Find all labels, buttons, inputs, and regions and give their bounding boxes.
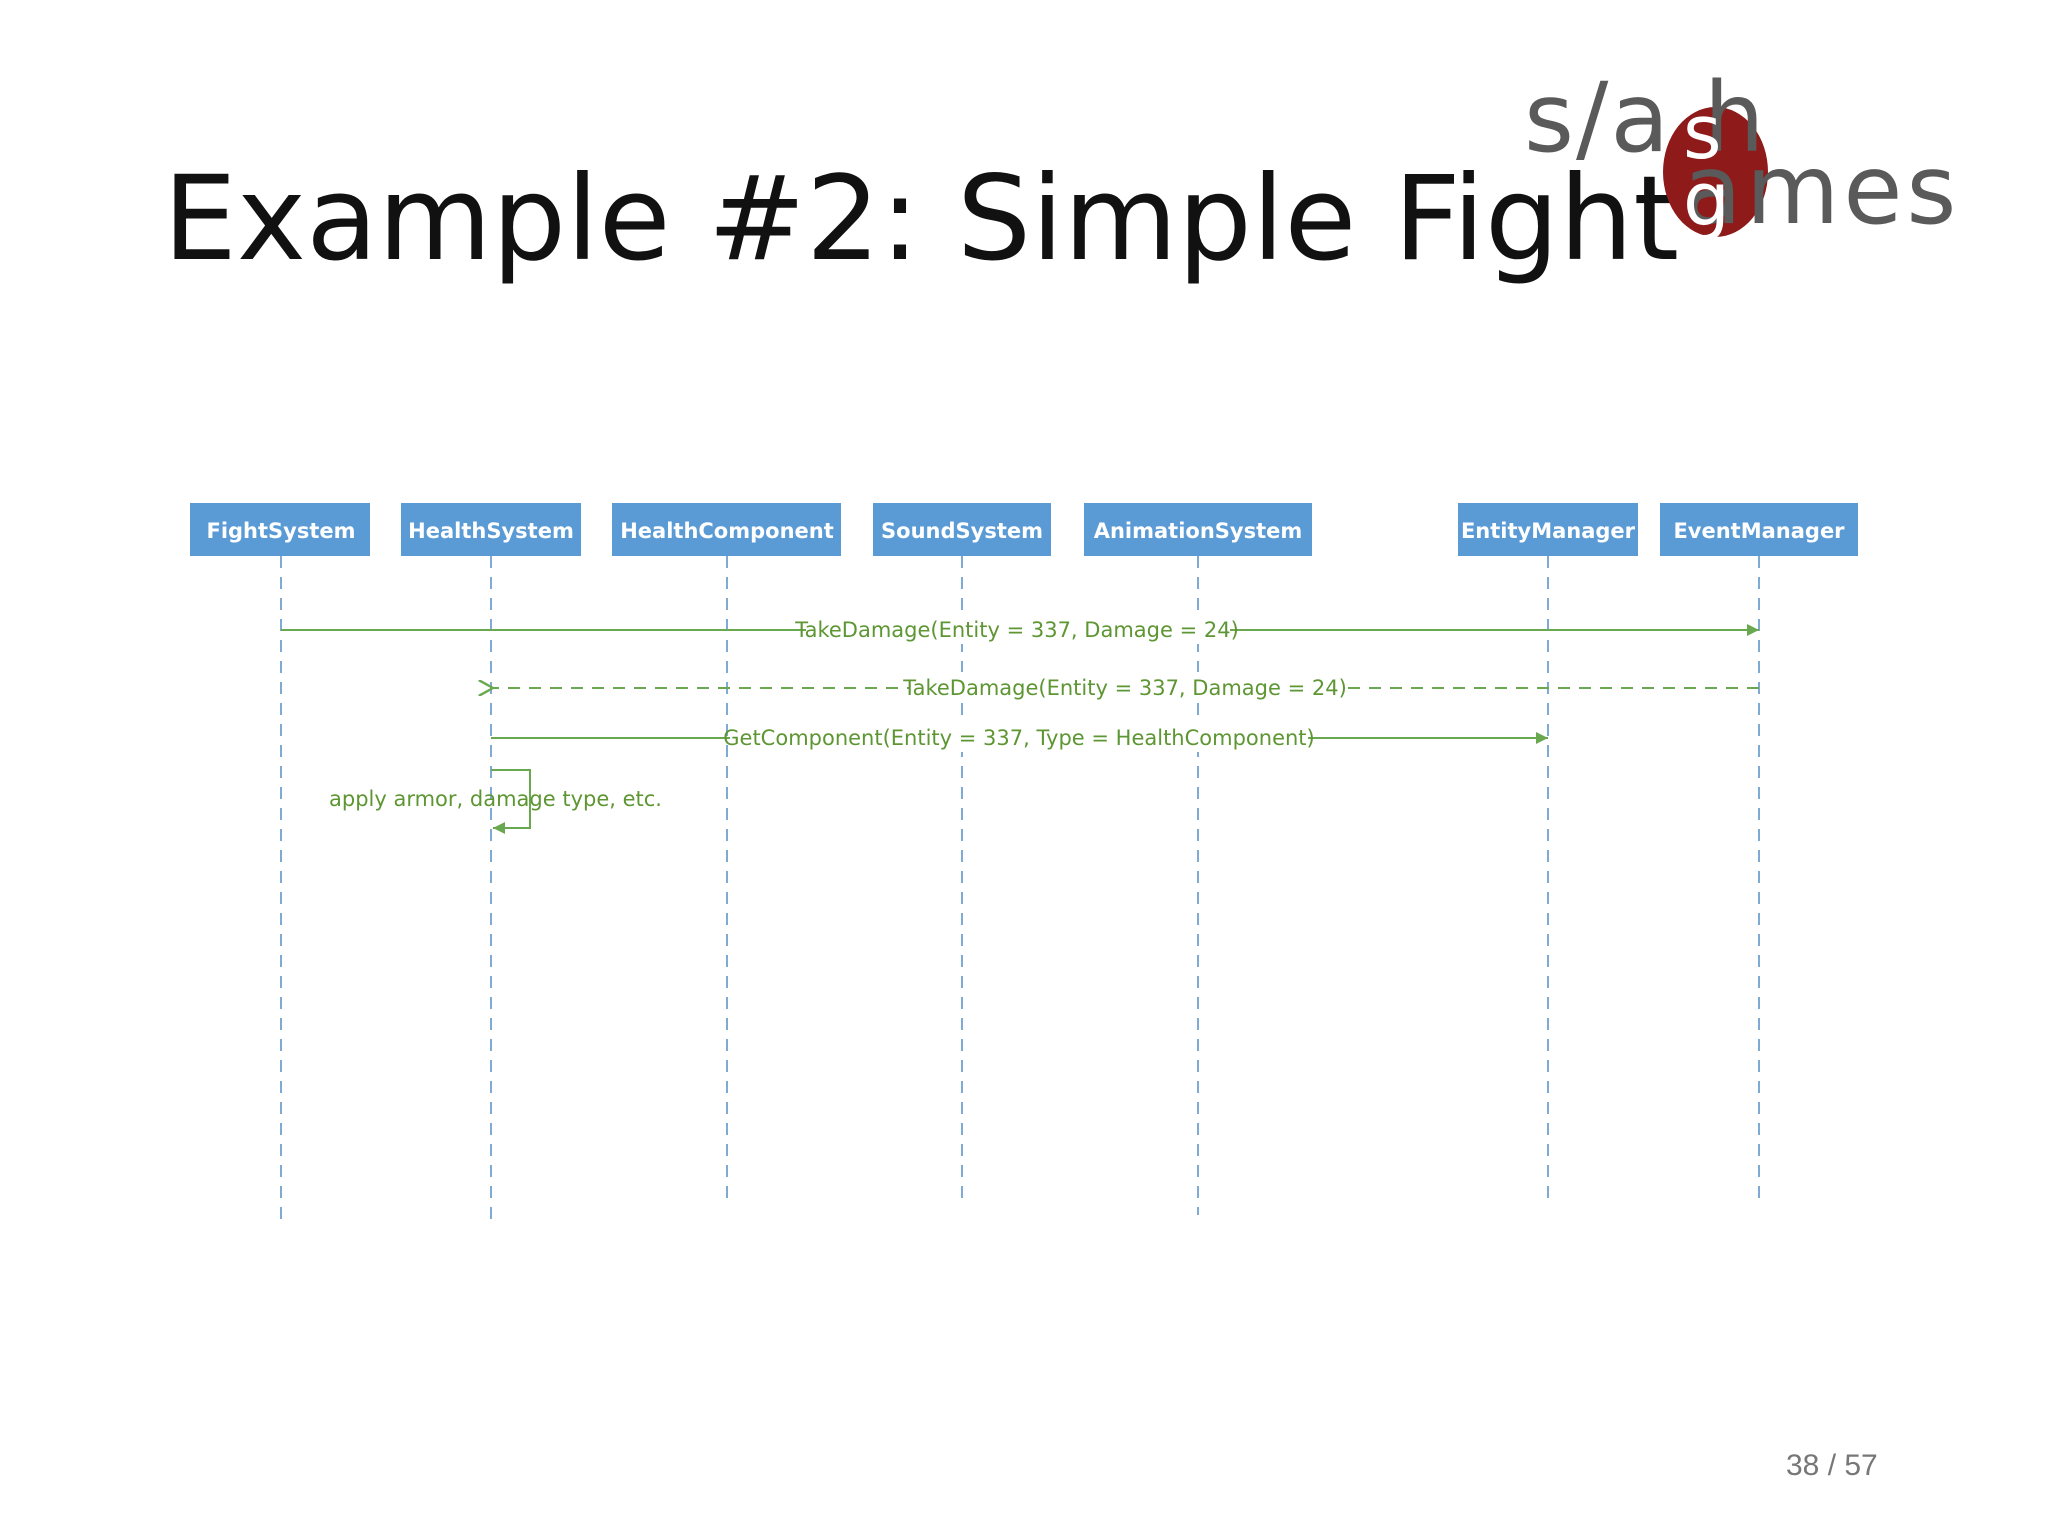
lifeline-healthcomponent: HealthComponent	[612, 503, 841, 1205]
lifeline-healthcomponent-box	[612, 503, 841, 556]
lifeline-healthcomponent-label: HealthComponent	[620, 519, 834, 543]
page-number: 38 / 57	[1786, 1449, 1878, 1482]
logo-circle-letters: s g	[1683, 90, 1730, 243]
lifeline-fightsystem: FightSystem	[190, 503, 370, 1222]
lifeline-eventmanager: EventManager	[1660, 503, 1858, 1205]
logo-text-bottom: ames	[1683, 134, 1961, 246]
slash-games-logo: s/a h ames s g	[1520, 70, 2040, 250]
lifeline-eventmanager-label: EventManager	[1673, 519, 1845, 543]
message-getcomponent-label-bg	[730, 722, 1308, 752]
message-takedamage-dispatch-label: TakeDamage(Entity = 337, Damage = 24)	[902, 676, 1347, 700]
lifeline-entitymanager: EntityManager	[1458, 503, 1638, 1205]
slide-title: Example #2: Simple Fight	[163, 150, 1680, 287]
lifeline-animationsystem: AnimationSystem	[1084, 503, 1312, 1215]
logo-text-top: s/a h	[1524, 62, 1767, 174]
message-self-apply-armor-label: apply armor, damage type, etc.	[329, 787, 662, 811]
message-takedamage-send-label-bg	[806, 614, 1230, 644]
lifeline-eventmanager-box	[1660, 503, 1858, 556]
lifeline-animationsystem-box	[1084, 503, 1312, 556]
logo-circle	[1663, 107, 1768, 237]
message-self-apply-armor: apply armor, damage type, etc.	[329, 769, 662, 834]
lifeline-fightsystem-label: FightSystem	[206, 519, 355, 543]
lifeline-healthsystem-label: HealthSystem	[408, 519, 574, 543]
lifeline-soundsystem-label: SoundSystem	[881, 519, 1043, 543]
message-self-apply-armor-loop	[491, 769, 531, 834]
message-getcomponent-label: GetComponent(Entity = 337, Type = Health…	[723, 726, 1314, 750]
lifeline-entitymanager-box	[1458, 503, 1638, 556]
lifeline-animationsystem-label: AnimationSystem	[1094, 519, 1303, 543]
message-takedamage-dispatch-label-bg	[910, 672, 1340, 702]
lifeline-healthsystem: HealthSystem	[401, 503, 581, 1222]
message-takedamage-send-label: TakeDamage(Entity = 337, Damage = 24)	[794, 618, 1239, 642]
lifeline-soundsystem-box	[873, 503, 1051, 556]
message-getcomponent: GetComponent(Entity = 337, Type = Health…	[491, 722, 1548, 752]
message-takedamage-send: TakeDamage(Entity = 337, Damage = 24)	[281, 614, 1759, 644]
lifeline-fightsystem-box	[190, 503, 370, 556]
lifeline-entitymanager-label: EntityManager	[1461, 519, 1636, 543]
lifeline-healthsystem-box	[401, 503, 581, 556]
message-takedamage-dispatch: TakeDamage(Entity = 337, Damage = 24)	[493, 672, 1759, 702]
lifeline-soundsystem: SoundSystem	[873, 503, 1051, 1205]
